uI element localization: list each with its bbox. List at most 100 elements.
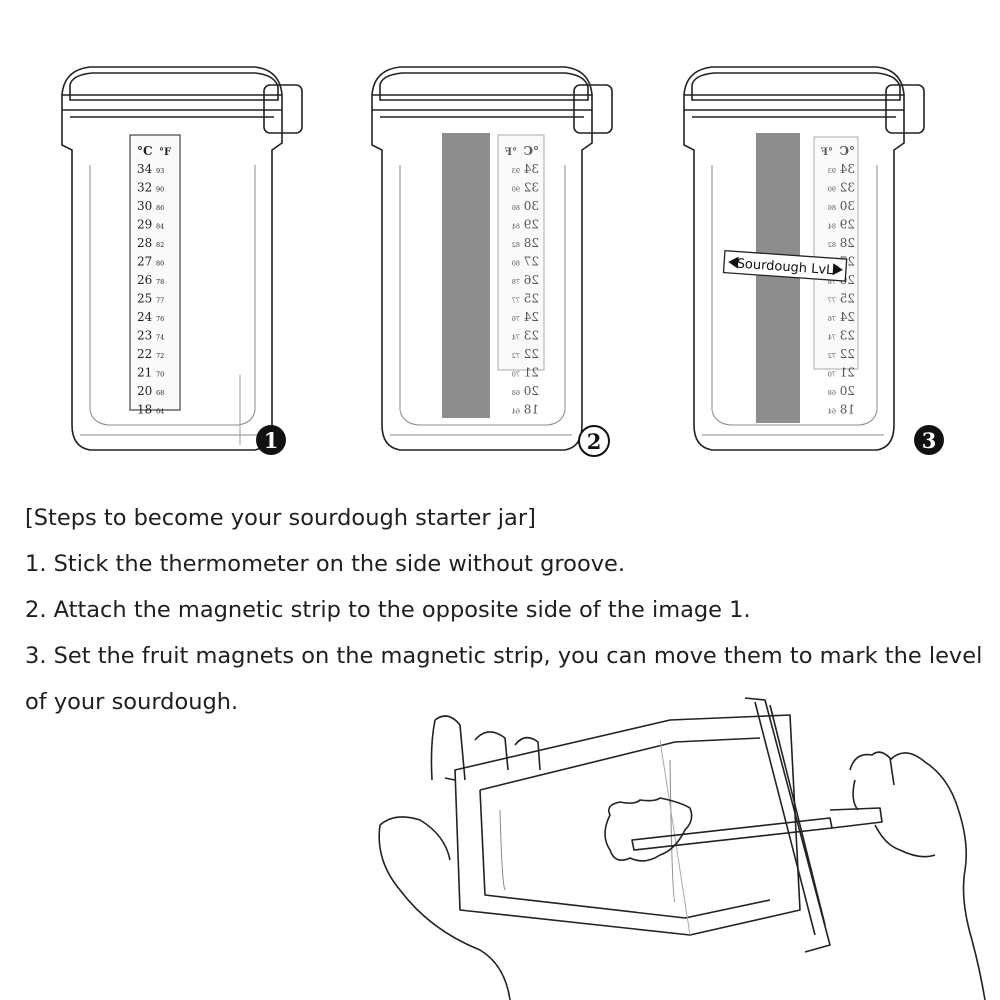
celsius-value: 18 [137, 403, 152, 417]
fahrenheit-value: 84 [828, 223, 836, 231]
fahrenheit-value: 70 [828, 371, 836, 379]
level-marker-label: Sourdough LvL [736, 257, 834, 279]
celsius-header: °C [137, 144, 153, 158]
instruction-step-2: 2. Attach the magnetic strip to the oppo… [25, 597, 751, 623]
celsius-value: 20 [137, 384, 152, 398]
celsius-value: 24 [523, 310, 539, 324]
celsius-value: 18 [524, 403, 539, 417]
arrow-right-icon [832, 263, 843, 276]
thermometer-strip-mirrored: °C°F349332903086298428822780267825772476… [821, 144, 855, 417]
celsius-value: 18 [840, 403, 855, 417]
celsius-value: 29 [840, 218, 855, 232]
celsius-header: °C [839, 144, 855, 158]
instructions-heading: [Steps to become your sourdough starter … [25, 505, 536, 531]
fahrenheit-value: 80 [512, 260, 520, 268]
celsius-value: 22 [137, 347, 152, 361]
fahrenheit-value: 86 [828, 204, 836, 212]
fahrenheit-value: 70 [156, 371, 164, 379]
jar-2-drawing: °C°F349332903086298428822780267825772476… [371, 66, 613, 451]
thermometer-row: 29 84 [828, 218, 855, 232]
fahrenheit-value: 93 [512, 167, 520, 175]
thermometer-row: 21 70 [137, 366, 164, 380]
celsius-value: 29 [524, 218, 539, 232]
celsius-value: 22 [840, 347, 855, 361]
fahrenheit-value: 82 [156, 241, 164, 249]
thermometer-row: 30 86 [828, 199, 855, 213]
celsius-value: 23 [137, 329, 152, 343]
celsius-value: 21 [840, 366, 855, 380]
fahrenheit-value: 74 [512, 334, 520, 342]
celsius-value: 21 [137, 366, 152, 380]
instructions: [Steps to become your sourdough starter … [25, 495, 985, 725]
jar-illustration-3: °C°F349332903086298428822780267825772476… [672, 55, 932, 465]
fahrenheit-value: 64 [512, 408, 520, 416]
fahrenheit-value: 74 [828, 334, 836, 342]
fahrenheit-value: 72 [512, 352, 520, 360]
fahrenheit-header: °F [505, 147, 517, 158]
celsius-value: 30 [840, 199, 855, 213]
magnetic-strip [442, 133, 490, 418]
celsius-value: 27 [137, 255, 152, 269]
fahrenheit-value: 64 [156, 408, 164, 416]
instruction-step-3: 3. Set the fruit magnets on the magnetic… [25, 643, 983, 715]
step-badge-3: 3 [914, 425, 944, 455]
fahrenheit-value: 74 [156, 334, 164, 342]
fahrenheit-value: 72 [828, 352, 836, 360]
thermometer-row: 29 84 [512, 218, 539, 232]
celsius-value: 32 [524, 181, 539, 195]
thermometer-row: 29 84 [137, 218, 164, 232]
celsius-value: 24 [839, 310, 855, 324]
fahrenheit-value: 77 [828, 297, 836, 305]
fahrenheit-value: 70 [512, 371, 520, 379]
hand-holding-jar-illustration [360, 690, 1000, 1000]
fahrenheit-value: 68 [156, 389, 164, 397]
celsius-header: °C [523, 144, 539, 158]
fahrenheit-value: 93 [156, 167, 164, 175]
step-badge-1: 1 [256, 425, 286, 455]
celsius-value: 34 [137, 162, 153, 176]
fahrenheit-value: 78 [828, 278, 836, 286]
fahrenheit-value: 68 [828, 389, 836, 397]
fahrenheit-header: °F [821, 147, 833, 158]
celsius-value: 32 [137, 181, 152, 195]
thermometer-header: °C °F [505, 144, 539, 158]
fahrenheit-value: 82 [512, 241, 520, 249]
fahrenheit-value: 76 [828, 315, 836, 323]
fahrenheit-value: 77 [156, 297, 164, 305]
fahrenheit-value: 84 [512, 223, 520, 231]
fahrenheit-value: 84 [156, 223, 164, 231]
fahrenheit-value: 64 [828, 408, 836, 416]
celsius-value: 26 [137, 273, 152, 287]
step-badge-2: 2 [578, 425, 610, 457]
fahrenheit-value: 77 [512, 297, 520, 305]
fahrenheit-value: 80 [156, 260, 164, 268]
celsius-value: 29 [137, 218, 152, 232]
thermometer-row: 22 72 [828, 347, 855, 361]
celsius-value: 20 [840, 384, 855, 398]
thermometer-row: 27 80 [137, 255, 164, 269]
jar-3-drawing: °C°F349332903086298428822780267825772476… [683, 66, 925, 451]
